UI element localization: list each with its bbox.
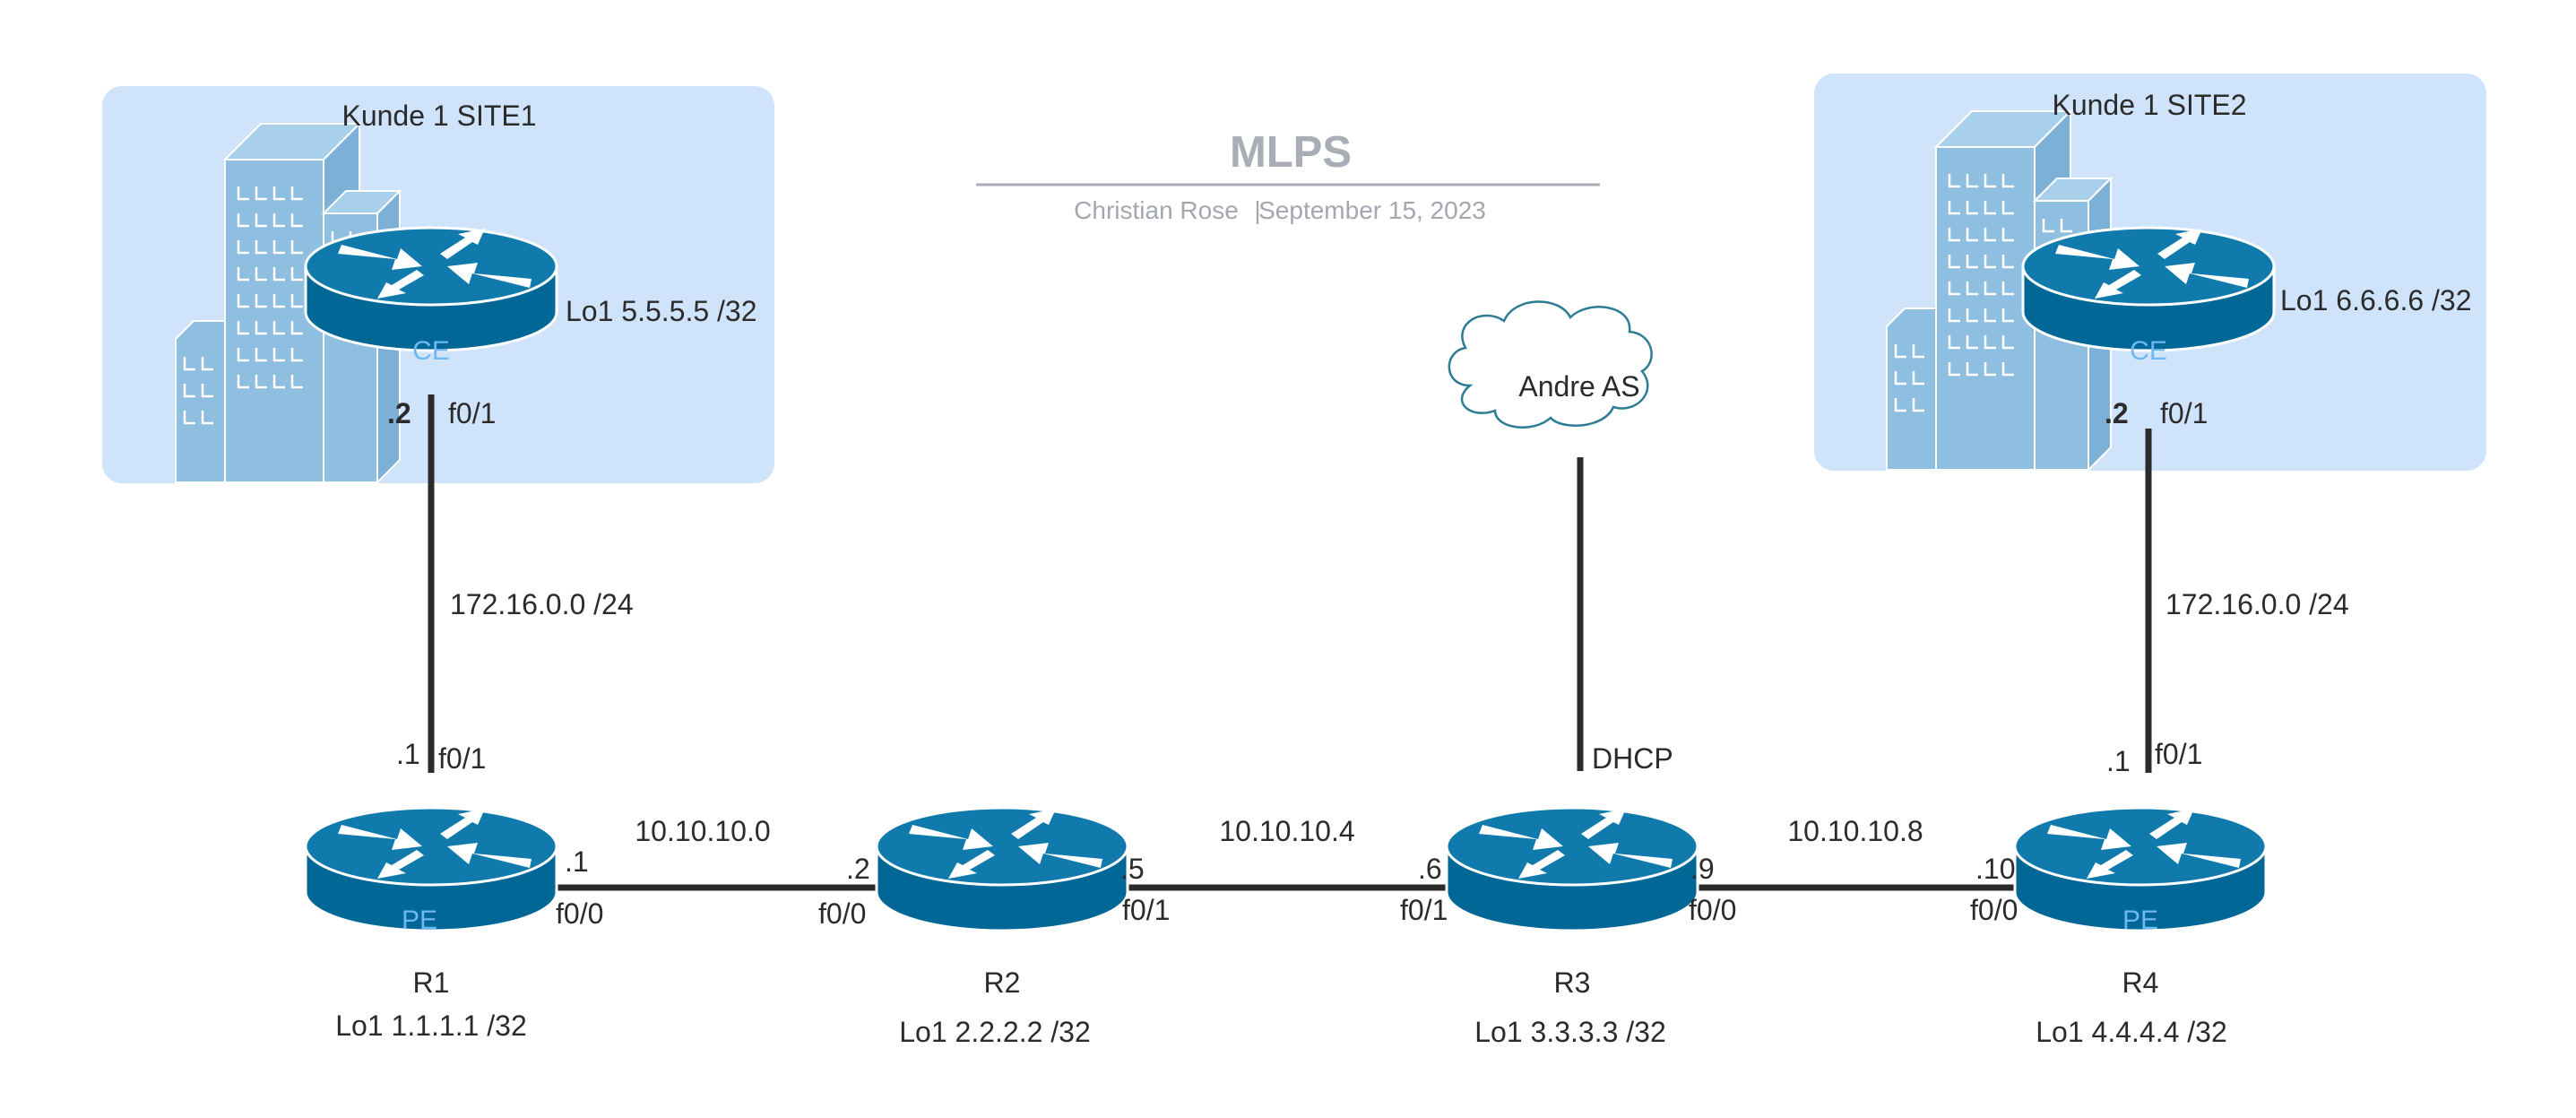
ce1-loopback: Lo1 5.5.5.5 /32 (566, 295, 757, 327)
r3-left-address: .6 (1418, 853, 1442, 885)
r2-loopback: Lo1 2.2.2.2 /32 (899, 1016, 1091, 1048)
r3-right-interface: f0/0 (1689, 894, 1736, 926)
subtitle-separator: | (1254, 196, 1260, 224)
subnet-r1-r2: 10.10.10.0 (635, 815, 770, 847)
ce1-address: .2 (387, 397, 411, 429)
r3-left-interface: f0/1 (1400, 894, 1448, 926)
r4-left-address: .10 (1975, 853, 2015, 885)
ce2-interface: f0/1 (2160, 397, 2208, 429)
r4-up-interface: f0/1 (2155, 738, 2202, 770)
router-icon (2021, 226, 2276, 352)
subnet-r3-r4: 10.10.10.8 (1787, 815, 1923, 847)
r3-name: R3 (1554, 966, 1591, 999)
r2-name: R2 (984, 966, 1021, 999)
r4-loopback: Lo1 4.4.4.4 /32 (2036, 1016, 2227, 1048)
r2-left-address: .2 (846, 853, 870, 885)
r1-right-interface: f0/0 (556, 897, 603, 930)
r4-left-interface: f0/0 (1970, 894, 2018, 926)
cloud-icon (1448, 300, 1653, 429)
r4-device-label: PE (2122, 906, 2158, 935)
r1-right-address: .1 (565, 845, 589, 878)
router-icon (875, 806, 1129, 932)
r4-name: R4 (2122, 966, 2159, 999)
r3-loopback: Lo1 3.3.3.3 /32 (1474, 1016, 1666, 1048)
date: September 15, 2023 (1258, 196, 1486, 224)
r1-device-label: PE (402, 906, 437, 935)
site1-name: Kunde 1 SITE1 (341, 100, 536, 132)
site2-name: Kunde 1 SITE2 (2052, 89, 2246, 121)
ce2-device-label: CE (2130, 336, 2167, 366)
r2-right-interface: f0/1 (1122, 894, 1170, 926)
ce1-interface: f0/1 (448, 397, 496, 429)
r1-up-interface: f0/1 (438, 742, 486, 775)
router-icon (1445, 806, 1699, 932)
dhcp-label: DHCP (1592, 742, 1673, 775)
router-icon (304, 226, 558, 352)
r1-name: R1 (413, 966, 450, 999)
subnet-r2-r3: 10.10.10.4 (1219, 815, 1354, 847)
r4-up-address: .1 (2106, 745, 2131, 777)
author: Christian Rose (1074, 196, 1239, 224)
cloud-label: Andre AS (1518, 370, 1639, 403)
r2-right-address: .5 (1120, 853, 1145, 885)
ce2-loopback: Lo1 6.6.6.6 /32 (2280, 284, 2472, 316)
page-title: MLPS (1230, 128, 1352, 177)
subnet-ce2-r4: 172.16.0.0 /24 (2165, 588, 2349, 620)
r2-left-interface: f0/0 (818, 897, 866, 930)
r1-up-address: .1 (396, 738, 420, 770)
ce1-device-label: CE (412, 336, 450, 366)
r3-right-address: .9 (1690, 853, 1715, 885)
subnet-ce1-r1: 172.16.0.0 /24 (450, 588, 634, 620)
ce2-address: .2 (2105, 397, 2129, 429)
r1-loopback: Lo1 1.1.1.1 /32 (335, 1010, 527, 1042)
